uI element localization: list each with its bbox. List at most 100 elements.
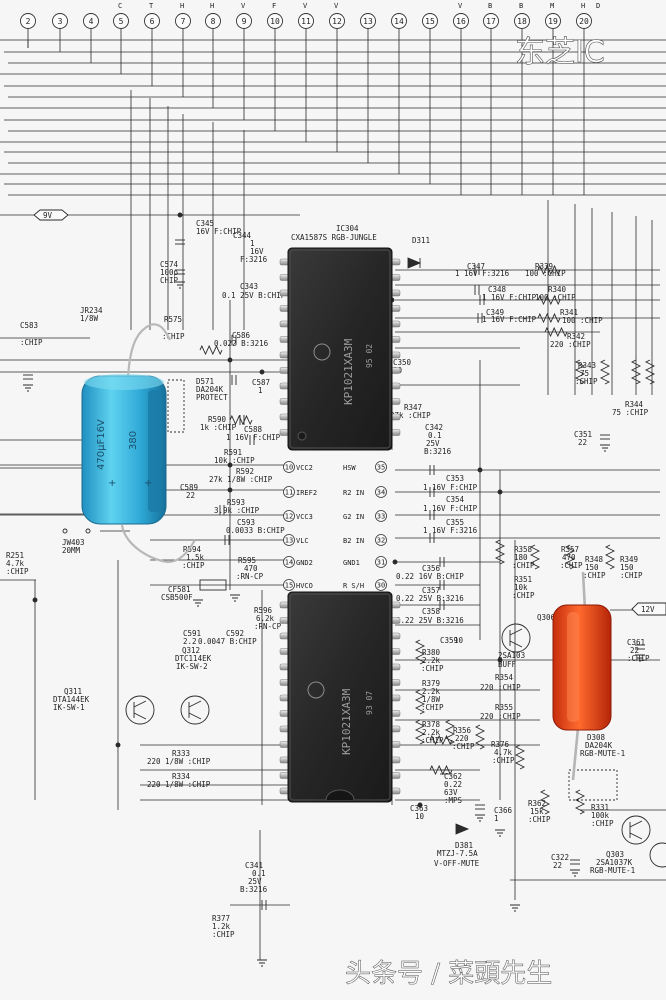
- component-label: :CHIP: [182, 561, 205, 570]
- pin-number-marker: [375, 556, 387, 568]
- column-number: 14: [394, 17, 404, 26]
- ic-pin-label-right: G2 IN: [343, 513, 364, 521]
- column-marker: [360, 13, 376, 29]
- resistor-symbol: [514, 744, 526, 770]
- component-label: :CHIP: [212, 930, 235, 939]
- wire: [629, 820, 643, 828]
- resistor-symbol: [564, 544, 576, 570]
- component-label: CHIP: [160, 276, 179, 285]
- component-label: 0.0047 B:CHIP: [198, 637, 257, 646]
- component-label: C341: [245, 861, 263, 870]
- component-label: 100 :CHIP: [535, 293, 576, 302]
- column-letter: B: [519, 2, 523, 10]
- component-label: R592: [236, 467, 254, 476]
- component-label: C361: [627, 638, 645, 647]
- component-label: 27k 1/8W :CHIP: [209, 475, 273, 484]
- component-label: 1: [494, 814, 499, 823]
- component-label: :CHIP: [583, 571, 606, 580]
- ic-reference: IC304: [336, 224, 359, 233]
- component-label: C366: [494, 806, 513, 815]
- component-label: R342: [567, 332, 585, 341]
- jumper-pin: [62, 528, 68, 534]
- capacitor-top: [84, 374, 164, 390]
- component-label: IK-SW-1: [53, 703, 85, 712]
- jumper-pin: [85, 528, 91, 534]
- component-label: 0.1: [252, 869, 266, 878]
- junction-dot: [115, 742, 121, 748]
- ic-pin-number: 35: [377, 464, 385, 472]
- component-label: CF581: [168, 585, 191, 594]
- component-label: C356: [422, 564, 441, 573]
- watermark-logo: 东芝IC: [515, 35, 605, 70]
- column-number: 11: [301, 17, 311, 26]
- resistor-symbol: [474, 724, 486, 750]
- ic-chip-upper: [287, 247, 393, 451]
- component-label: 15k: [530, 807, 544, 816]
- resistor-symbol: [630, 359, 642, 385]
- capacitor-marking-2: 380: [128, 431, 139, 450]
- resistor-symbol: [414, 689, 426, 715]
- component-label: R344: [625, 400, 644, 409]
- component-label: R343: [578, 361, 596, 370]
- column-marker: [175, 13, 191, 29]
- component-label: 470: [244, 564, 258, 573]
- ic-upper-date: 95 02: [365, 344, 374, 368]
- component-label: CSB500F: [161, 593, 193, 602]
- component-label: 1 16V F:CHIP: [226, 433, 281, 442]
- column-number: 3: [58, 17, 63, 26]
- column-number: 16: [456, 17, 466, 26]
- component-label: IK-SW-2: [176, 662, 208, 671]
- ic-notch: [325, 789, 355, 801]
- component-label: :CHIP: [627, 654, 650, 663]
- component-label: D311: [412, 236, 430, 245]
- component-label: 6.2k: [256, 614, 275, 623]
- ground-symbol: [175, 281, 185, 289]
- power-resistor: [552, 604, 612, 731]
- column-marker: [113, 13, 129, 29]
- column-letter: H: [210, 2, 214, 10]
- component-label: DTC114EK: [175, 654, 212, 663]
- component-label: 220 :CHIP: [480, 712, 521, 721]
- component-label: 10: [454, 636, 464, 645]
- component-label: 1 16V F:CHIP: [423, 483, 478, 492]
- resistor-lead: [571, 727, 580, 781]
- transistor-symbol: [621, 815, 651, 845]
- component-label: R347: [404, 403, 422, 412]
- pin-number-marker: [283, 534, 295, 546]
- component-label: 100 :CHIP: [562, 316, 603, 325]
- component-label: DA204K: [585, 741, 613, 750]
- component-label: BUFF: [498, 660, 517, 669]
- component-label: R339: [535, 262, 553, 271]
- component-label: :CHIP: [6, 567, 29, 576]
- capacitor-lead: [126, 323, 171, 379]
- column-number: 8: [211, 17, 216, 26]
- component-label: :CHIP: [492, 756, 515, 765]
- junction-dot: [392, 559, 398, 565]
- component-label: 22: [186, 491, 195, 500]
- column-marker: [267, 13, 283, 29]
- ground-symbol: [510, 904, 520, 912]
- component-label: 220 :CHIP: [480, 683, 521, 692]
- component-label: R333: [172, 749, 190, 758]
- junction-dot: [497, 657, 503, 663]
- component-label: 0.22 16V B:CHIP: [396, 572, 464, 581]
- column-letter: T: [149, 2, 154, 10]
- junction-dot: [32, 597, 38, 603]
- ic-pin-number: 14: [285, 559, 293, 567]
- component-label: 2SA1037K: [596, 858, 633, 867]
- ic-part-number: CXA1587S RGB-JUNGLE: [291, 233, 377, 242]
- component-label: 25V: [426, 439, 440, 448]
- component-label: C322: [551, 853, 569, 862]
- ground-symbol: [600, 444, 610, 452]
- column-letter: V: [303, 2, 308, 10]
- component-label: 1: [258, 386, 263, 395]
- ground-symbol: [570, 869, 580, 877]
- component-label: R358: [514, 545, 533, 554]
- ic-pin-number: 31: [377, 559, 385, 567]
- component-label: 1 16V F:CHIP: [423, 504, 478, 513]
- component-label: R349: [620, 555, 638, 564]
- component-label: DTA144EK: [53, 695, 90, 704]
- ic-pin1-dot: [297, 431, 307, 441]
- pin-number-marker: [375, 510, 387, 522]
